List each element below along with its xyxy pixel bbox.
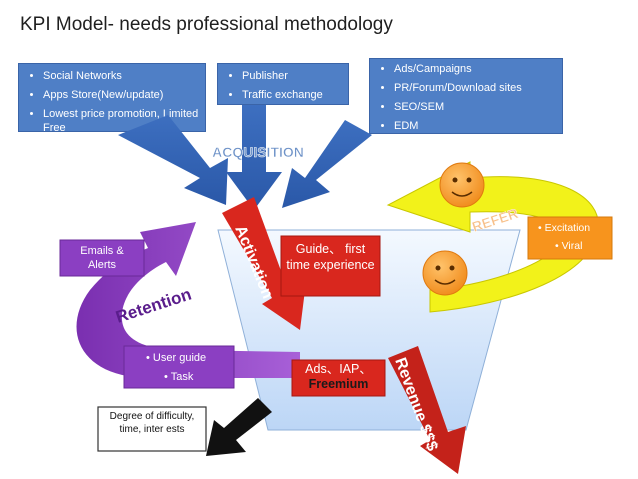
refer-items-box bbox=[527, 216, 613, 260]
source-item: Ads/Campaigns bbox=[394, 62, 556, 76]
acquisition-arrow-right bbox=[282, 120, 372, 208]
source-item: SEO/SEM bbox=[394, 100, 556, 114]
smiley-face-icon bbox=[439, 162, 485, 208]
source-item: PR/Forum/Download sites bbox=[394, 81, 556, 95]
excitation-item-label: Excitation bbox=[544, 222, 591, 234]
excitation-item: • Excitation bbox=[538, 222, 591, 234]
degree-arrow bbox=[206, 398, 272, 456]
source-box-ads: Ads/Campaigns PR/Forum/Download sites SE… bbox=[369, 58, 563, 134]
user-guide-item-label: User guide bbox=[152, 352, 207, 364]
ads-text-line1: Ads、IAP、 bbox=[305, 362, 372, 376]
source-item: Lowest price promotion, Limited Free bbox=[43, 107, 199, 135]
acquisition-arrow-middle bbox=[226, 105, 282, 210]
activation-arrow bbox=[222, 197, 306, 330]
emails-text: Emails & Alerts bbox=[80, 245, 124, 271]
ads-box bbox=[291, 359, 386, 397]
task-item: • Task bbox=[164, 371, 194, 383]
source-item: EDM bbox=[394, 119, 556, 133]
source-box-publisher: Publisher Traffic exchange bbox=[217, 63, 349, 105]
user-guide-item: • User guide bbox=[146, 352, 207, 364]
acquisition-arrow-left bbox=[118, 115, 228, 205]
degree-text: Degree of difficulty, time, inter ests bbox=[109, 411, 195, 435]
source-item: Traffic exchange bbox=[242, 88, 342, 102]
viral-item: • Viral bbox=[555, 240, 583, 252]
acquisition-label: ACQUISITION bbox=[212, 144, 304, 160]
guide-text: Guide、 first time experience bbox=[286, 242, 375, 272]
ads-text-line2: Freemium bbox=[308, 377, 369, 391]
revenue-arrow bbox=[388, 346, 466, 474]
smiley-face-icon bbox=[422, 250, 468, 296]
source-item: Social Networks bbox=[43, 69, 199, 83]
degree-box bbox=[97, 406, 207, 452]
user-guide-box bbox=[123, 345, 235, 389]
source-item: Publisher bbox=[242, 69, 342, 83]
task-item-label: Task bbox=[170, 371, 194, 383]
viral-item-label: Viral bbox=[561, 240, 583, 252]
source-item: Apps Store(New/update) bbox=[43, 88, 199, 102]
source-box-social: Social Networks Apps Store(New/update) L… bbox=[18, 63, 206, 135]
guide-box bbox=[280, 235, 381, 297]
emails-box bbox=[59, 239, 145, 277]
page-title: KPI Model- needs professional methodolog… bbox=[20, 14, 393, 35]
